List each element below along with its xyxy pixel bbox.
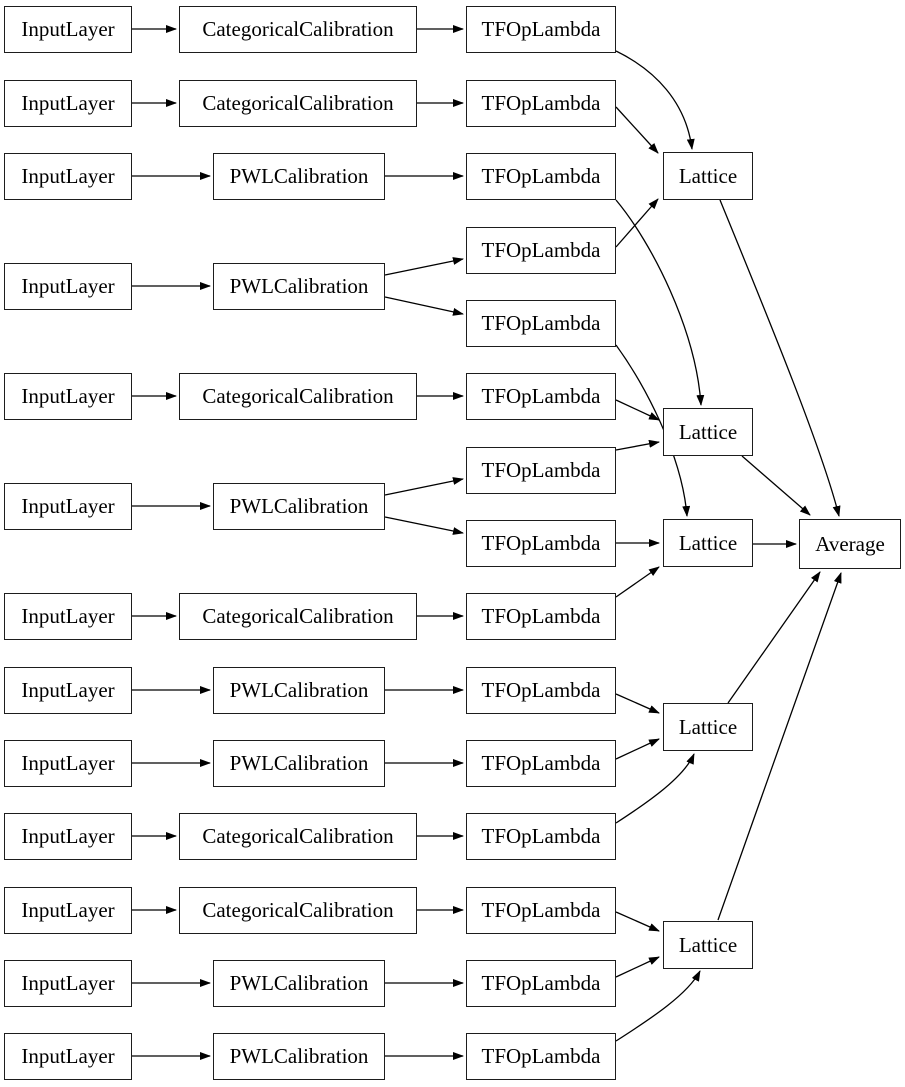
node-c6-pwlcalibration: PWLCalibration xyxy=(213,483,385,530)
edge-t11-l4 xyxy=(615,738,660,760)
node-il7-inputlayer: InputLayer xyxy=(4,593,132,640)
node-c10-categoricalcalibration: CategoricalCalibration xyxy=(179,813,417,860)
node-il13-inputlayer: InputLayer xyxy=(4,1033,132,1080)
node-il1-inputlayer: InputLayer xyxy=(4,6,132,53)
node-t7-tfoplambda: TFOpLambda xyxy=(466,447,616,494)
edge-t14-l5 xyxy=(615,956,660,978)
node-t13-tfoplambda: TFOpLambda xyxy=(466,887,616,934)
node-l4-lattice: Lattice xyxy=(663,703,753,751)
node-c3-pwlcalibration: PWLCalibration xyxy=(213,153,385,200)
edge-t4-l1 xyxy=(615,198,659,248)
node-t9-tfoplambda: TFOpLambda xyxy=(466,593,616,640)
edge-l2-avg xyxy=(741,455,811,516)
edge-t6-l2 xyxy=(615,399,660,421)
node-l3-lattice: Lattice xyxy=(663,519,753,567)
node-t4-tfoplambda: TFOpLambda xyxy=(466,227,616,274)
node-t3-tfoplambda: TFOpLambda xyxy=(466,153,616,200)
node-l2-lattice: Lattice xyxy=(663,408,753,456)
edge-l1-avg xyxy=(719,199,841,517)
edge-l5-avg xyxy=(717,572,842,921)
node-t2-tfoplambda: TFOpLambda xyxy=(466,80,616,127)
node-l1-lattice: Lattice xyxy=(663,152,753,200)
edge-c6-t8 xyxy=(384,516,464,535)
node-il12-inputlayer: InputLayer xyxy=(4,960,132,1007)
edge-c4-t5 xyxy=(384,296,464,316)
node-t12-tfoplambda: TFOpLambda xyxy=(466,813,616,860)
node-t6-tfoplambda: TFOpLambda xyxy=(466,373,616,420)
node-c5-categoricalcalibration: CategoricalCalibration xyxy=(179,373,417,420)
node-c4-pwlcalibration: PWLCalibration xyxy=(213,263,385,310)
node-il11-inputlayer: InputLayer xyxy=(4,887,132,934)
node-t15-tfoplambda: TFOpLambda xyxy=(466,1033,616,1080)
node-il8-inputlayer: InputLayer xyxy=(4,667,132,714)
edge-c6-t7 xyxy=(384,477,464,496)
node-il2-inputlayer: InputLayer xyxy=(4,80,132,127)
node-c12-pwlcalibration: PWLCalibration xyxy=(213,960,385,1007)
node-c2-categoricalcalibration: CategoricalCalibration xyxy=(179,80,417,127)
edge-t13-l5 xyxy=(615,911,660,932)
node-t10-tfoplambda: TFOpLambda xyxy=(466,667,616,714)
node-il6-inputlayer: InputLayer xyxy=(4,483,132,530)
edge-c4-t4 xyxy=(384,257,464,276)
edge-t3-l2 xyxy=(615,199,705,406)
node-t8-tfoplambda: TFOpLambda xyxy=(466,520,616,567)
edge-t5-l3 xyxy=(615,344,691,517)
edge-t12-l4 xyxy=(615,753,695,824)
edge-t2-l1 xyxy=(615,106,659,154)
node-il3-inputlayer: InputLayer xyxy=(4,153,132,200)
edge-t10-l4 xyxy=(615,693,660,714)
node-il10-inputlayer: InputLayer xyxy=(4,813,132,860)
node-c9-pwlcalibration: PWLCalibration xyxy=(213,740,385,787)
node-c1-categoricalcalibration: CategoricalCalibration xyxy=(179,6,417,53)
edge-t1-l1 xyxy=(615,50,695,150)
node-il9-inputlayer: InputLayer xyxy=(4,740,132,787)
edge-t9-l3 xyxy=(615,566,660,598)
node-t11-tfoplambda: TFOpLambda xyxy=(466,740,616,787)
edge-t15-l5 xyxy=(615,970,701,1042)
edge-l4-avg xyxy=(727,571,821,704)
node-c13-pwlcalibration: PWLCalibration xyxy=(213,1033,385,1080)
node-t14-tfoplambda: TFOpLambda xyxy=(466,960,616,1007)
node-t5-tfoplambda: TFOpLambda xyxy=(466,300,616,347)
node-avg-average: Average xyxy=(799,519,901,569)
node-t1-tfoplambda: TFOpLambda xyxy=(466,6,616,53)
node-il4-inputlayer: InputLayer xyxy=(4,263,132,310)
node-c7-categoricalcalibration: CategoricalCalibration xyxy=(179,593,417,640)
node-il5-inputlayer: InputLayer xyxy=(4,373,132,420)
node-c8-pwlcalibration: PWLCalibration xyxy=(213,667,385,714)
node-l5-lattice: Lattice xyxy=(663,921,753,969)
node-c11-categoricalcalibration: CategoricalCalibration xyxy=(179,887,417,934)
edge-t7-l2 xyxy=(615,439,660,451)
